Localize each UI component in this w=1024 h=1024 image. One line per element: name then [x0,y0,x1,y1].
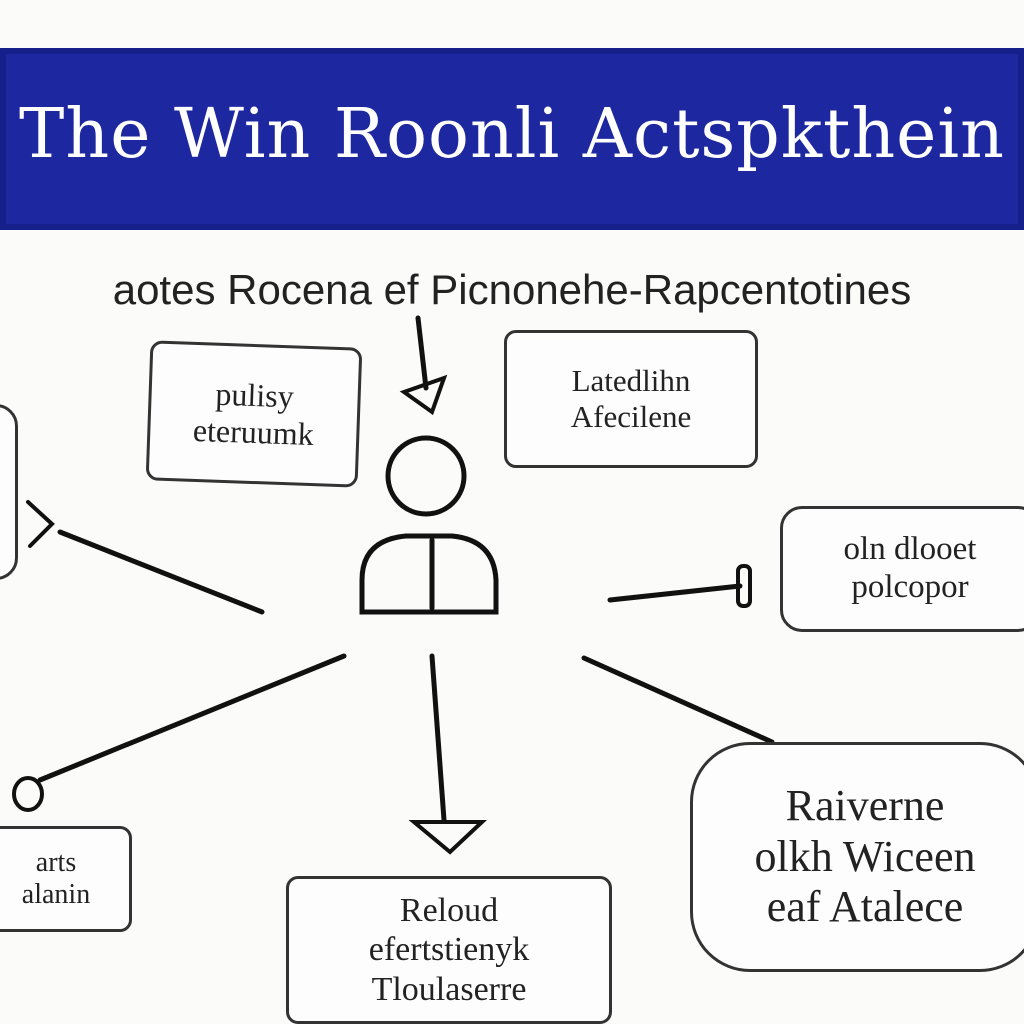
node-text: efertstienyk [368,931,530,969]
node-text: alanin [21,879,91,910]
node-bottom-left: arts alanin [0,826,132,932]
connector-bottom-left [37,653,347,783]
title-banner [0,48,1024,230]
node-left-edge [0,404,18,580]
node-text: polcopor [851,569,969,605]
node-text: eteruumk [192,411,315,453]
node-text: Reloud [399,892,499,930]
connector-bottom-right [581,655,775,745]
arrowhead-top [399,374,448,416]
page-title: The Win Roonli Actspkthein [19,95,1005,174]
connector-top [415,315,429,391]
node-top-left: pulisy eteruumk [145,340,363,488]
connector-left [57,529,265,615]
node-text: pulisy [214,375,295,415]
diagram-subtitle: aotes Rocena ef Picnonehe-Rapcentotines [112,266,912,313]
node-text: arts [35,846,77,878]
node-text: Raiverne [785,781,945,831]
node-text: oln dlooet [843,531,977,568]
node-text: Latedlihn [571,363,691,399]
arrowhead-left [26,500,55,548]
node-bottom-center: Reloud efertstienyk Tloulaserre [286,876,612,1024]
node-text: olkh Wiceen [754,831,976,881]
person-head [385,435,467,517]
arrowhead-bottom [408,820,488,855]
node-text: eaf Atalece [766,882,964,932]
connector-bottom-center [429,653,447,823]
node-text: Tloulaserre [371,970,527,1008]
node-right: oln dlooet polcopor [780,506,1024,632]
node-bottom-right: Raiverne olkh Wiceen eaf Atalece [690,742,1024,972]
node-text: Afecilene [570,399,692,434]
node-top-right: Latedlihn Afecilene [504,330,758,468]
connector-right [607,583,743,603]
person-body [359,533,499,615]
connector-right-cap [736,564,752,608]
connector-bottom-left-cap [12,776,44,812]
